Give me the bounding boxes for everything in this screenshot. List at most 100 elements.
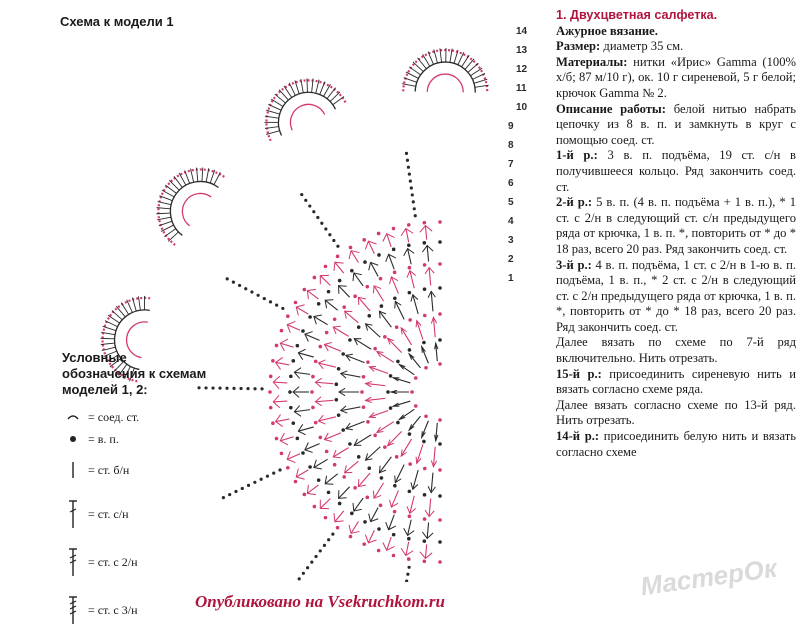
chain-dot [377,253,381,257]
chain-dot [408,348,412,352]
chain-dot [424,366,428,370]
chain-dot [395,455,399,459]
chain-dot [438,540,442,544]
chain-dot [317,478,321,482]
chain-dot [423,559,427,563]
chain-dot [289,406,293,410]
stitch-post [425,226,426,240]
spoke-dot [331,533,334,536]
fan-stitch [320,82,325,95]
chain-dot [383,335,387,339]
legend-label-tr: = ст. с 2/н [88,555,138,570]
fan-stitch [423,54,430,66]
chain-dot [289,375,293,379]
stitch-post [427,246,428,262]
spoke-dot [232,387,235,390]
chain-dot [410,390,414,394]
spoke-dot [306,566,309,569]
legend-label-dc: = ст. с/н [88,507,129,522]
chain-dot [336,255,340,259]
spoke-dot [222,496,225,499]
chain-dot [423,517,427,521]
further-paragraph-2: Далее вязать согласно схеме по 13-й ряд.… [556,398,796,429]
legend-item-dtr: = ст. с 3/н [62,586,212,634]
stitch-post [366,324,381,338]
chain-dot [423,467,427,471]
chain-dot [348,442,352,446]
chain-dot [438,240,442,244]
spoke-dot [310,561,313,564]
row1-paragraph: 1-й р.: 3 в. п. подъёма, 19 ст. с/н в по… [556,148,796,195]
legend: Условные обозначения к схемам моделей 1,… [62,350,212,634]
chain-dot [334,382,338,386]
chain-dot [269,375,273,379]
chain-dot [275,437,279,441]
chain-dot [393,296,397,300]
stitch-post [345,461,359,473]
row2-paragraph: 2-й р.: 5 в. п. (4 в. п. подъёма + 1 в. … [556,195,796,257]
chain-dot [338,502,342,506]
chain-dot [271,359,275,363]
legend-item-slip-stitch: = соед. ст. [62,406,212,428]
chain-dot [296,344,300,348]
row14-paragraph: 14-й р.: присоединить белую нить и вязат… [556,429,796,460]
spoke-dot [414,214,417,217]
article-subtitle: Ажурное вязание. [556,24,796,40]
chain-dot [367,314,371,318]
spoke-dot [260,478,263,481]
fan-stitch [162,190,174,197]
further-paragraph-1: Далее вязать по схеме по 7-й ряд включит… [556,335,796,366]
chain-dot [363,260,367,264]
chain-dot [438,560,442,564]
stitch-post [358,297,370,311]
spoke-dot [406,159,409,162]
stitch-head [401,450,406,457]
spoke-dot [275,304,278,307]
chain-dot [392,248,396,252]
row-number: 2 [508,254,514,265]
chain-dot [407,557,411,561]
row-number: 1 [508,273,514,284]
tr-icon [62,546,84,578]
row-number: 9 [508,121,514,132]
slip-stitch-icon [62,412,84,422]
chain-dot [303,288,307,292]
spoke-dot [238,284,241,287]
stitch-post [369,367,388,374]
row-number: 14 [516,26,528,37]
legend-item-sc: = ст. б/н [62,450,212,490]
spoke-dot [226,277,229,280]
chain-dot [392,227,396,231]
stitch-post [429,499,431,517]
chain-dot [380,476,384,480]
stitch-post [335,511,344,522]
stitch-post [399,365,414,375]
stitch-post [345,311,359,323]
stitch-post [388,338,402,352]
chain-dot [408,462,412,466]
row3-label: 3-й р.: [556,258,592,272]
chain-dot [348,338,352,342]
stitch-post [339,487,350,499]
chain-dot [395,325,399,329]
fan-stitch [105,321,118,327]
spoke-dot [332,239,335,242]
chain-dot [294,480,298,484]
row3-paragraph: 3-й р.: 4 в. п. подъёма, 1 ст. с 2/н в 1… [556,258,796,336]
chain-dot [438,262,442,266]
stitch-post [377,351,394,362]
chain-dot [438,362,442,366]
fan-stitch [289,83,295,96]
legend-title: Условные обозначения к схемам моделей 1,… [62,350,212,398]
chain-dot [407,243,411,247]
fan-stitch [323,84,330,96]
stitch-head [369,514,379,522]
chain-dot [423,221,427,225]
chain-dot [325,331,329,335]
fan-stitch [404,78,417,83]
row-number: 6 [508,178,514,189]
spoke-dot [328,233,331,236]
legend-item-tr: = ст. с 2/н [62,538,212,586]
fan-stitch [101,343,115,344]
row-number: 5 [508,197,514,208]
